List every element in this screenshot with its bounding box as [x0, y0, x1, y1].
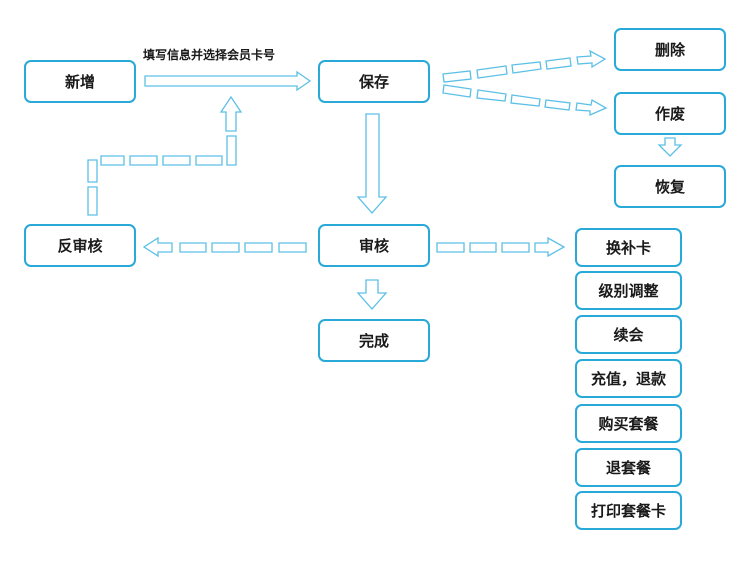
arrow-baocun-to-zuofei — [442, 84, 608, 116]
node-fanshenhe: 反审核 — [24, 224, 136, 267]
node-baocun: 保存 — [318, 60, 430, 103]
arrow-zuofei-to-huifu — [657, 137, 683, 157]
node-shenhe: 审核 — [318, 224, 430, 267]
node-huifu: 恢复 — [614, 165, 726, 208]
edge-label-xinzeng-to-baocun: 填写信息并选择会员卡号 — [143, 48, 276, 62]
node-xinzeng: 新增 — [24, 60, 136, 103]
node-xuhui: 续会 — [575, 315, 682, 354]
node-dayin-taocanka: 打印套餐卡 — [575, 491, 682, 530]
arrow-baocun-to-shenhe — [356, 113, 388, 214]
arrow-xinzeng-to-baocun — [144, 70, 312, 92]
node-tui-taocan: 退套餐 — [575, 448, 682, 487]
arrow-shenhe-to-huanbuka — [436, 236, 566, 258]
node-zuofei: 作废 — [614, 92, 726, 135]
arrow-baocun-to-shanchu — [442, 49, 607, 83]
node-goumai-taocan: 购买套餐 — [575, 404, 682, 443]
node-shanchu: 删除 — [614, 28, 726, 71]
node-huanbuka: 换补卡 — [575, 228, 682, 267]
arrow-shenhe-to-fanshenhe — [142, 236, 307, 258]
node-chongzhi-tuikuan: 充值，退款 — [575, 359, 682, 398]
node-wancheng: 完成 — [318, 319, 430, 362]
arrow-shenhe-to-wancheng — [356, 279, 388, 310]
node-jibietiaozheng: 级别调整 — [575, 271, 682, 310]
arrow-fanshenhe-to-baocun — [87, 95, 243, 216]
